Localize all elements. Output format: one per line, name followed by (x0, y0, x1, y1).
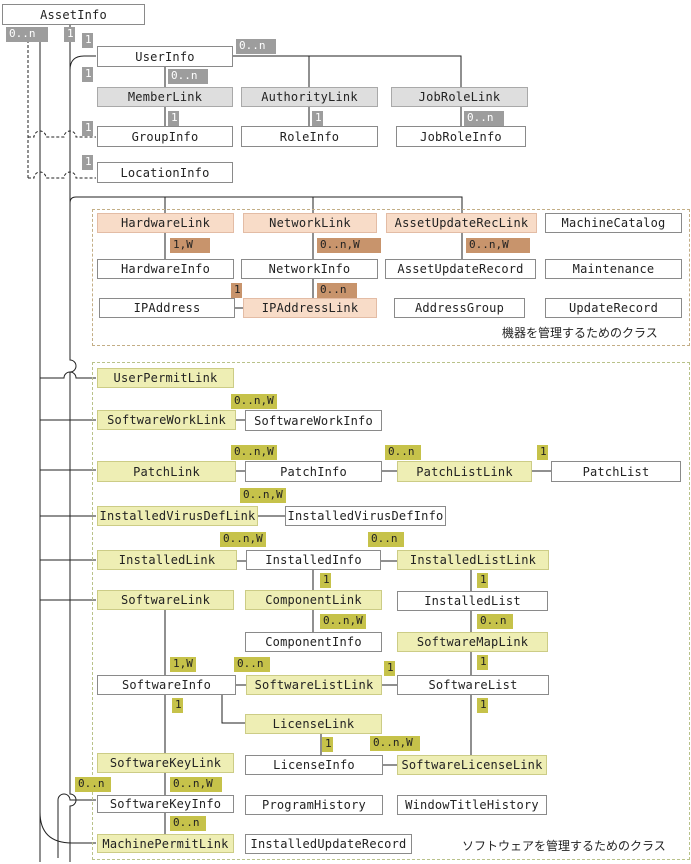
network-info-box[interactable]: NetworkInfo (241, 259, 378, 279)
job-role-link-box[interactable]: JobRoleLink (391, 87, 528, 107)
software-key-info-box[interactable]: SoftwareKeyInfo (97, 795, 234, 813)
hardware-info-multiplicity: 1,W (170, 238, 210, 253)
program-history-box[interactable]: ProgramHistory (245, 795, 383, 815)
patch-link-box[interactable]: PatchLink (97, 461, 236, 482)
component-link-multiplicity: 1 (320, 573, 331, 588)
machine-permit-link-multiplicity: 0..n (170, 816, 206, 831)
software-key-link-multiplicity: 1 (172, 698, 183, 713)
update-record-box[interactable]: UpdateRecord (545, 298, 682, 318)
asset-info-multiplicity-0n: 0..n (6, 27, 48, 42)
software-map-link-list-multiplicity: 1 (477, 655, 488, 670)
software-key-link-box[interactable]: SoftwareKeyLink (97, 753, 234, 773)
member-link-box[interactable]: MemberLink (97, 87, 233, 107)
installed-virus-def-info-box[interactable]: InstalledVirusDefInfo (285, 506, 446, 526)
machine-catalog-box[interactable]: MachineCatalog (545, 213, 682, 233)
software-section-note: ソフトウェアを管理するためのクラス (462, 839, 666, 853)
member-link-group-multiplicity: 1 (168, 111, 179, 126)
installed-virus-def-info-multiplicity: 0..n,W (240, 488, 286, 503)
installed-update-record-box[interactable]: InstalledUpdateRecord (245, 834, 412, 854)
software-list-link-multiplicity: 0..n (234, 657, 270, 672)
software-section-frame (92, 362, 690, 860)
component-info-multiplicity: 0..n,W (320, 614, 366, 629)
job-role-info-box[interactable]: JobRoleInfo (396, 126, 526, 147)
installed-list-box[interactable]: InstalledList (397, 591, 548, 611)
patch-info-box[interactable]: PatchInfo (245, 461, 382, 482)
user-permit-link-box[interactable]: UserPermitLink (97, 368, 234, 388)
asset-info-multiplicity-1: 1 (64, 27, 75, 42)
component-link-box[interactable]: ComponentLink (245, 590, 382, 610)
window-title-history-box[interactable]: WindowTitleHistory (397, 795, 547, 815)
installed-virus-def-link-box[interactable]: InstalledVirusDefLink (97, 506, 258, 526)
software-list-multiplicity: 1 (384, 661, 395, 676)
hardware-link-box[interactable]: HardwareLink (97, 213, 234, 233)
license-info-box[interactable]: LicenseInfo (245, 755, 383, 775)
installed-info-multiplicity: 0..n,W (220, 532, 266, 547)
software-info-multiplicity: 1,W (170, 657, 196, 672)
software-map-link-box[interactable]: SoftwareMapLink (397, 632, 548, 652)
component-info-box[interactable]: ComponentInfo (245, 632, 382, 652)
member-link-multiplicity-0n: 0..n (168, 69, 208, 84)
installed-list-link-multiplicity: 0..n (368, 532, 404, 547)
machine-permit-link-box[interactable]: MachinePermitLink (97, 834, 234, 853)
patch-list-box[interactable]: PatchList (551, 461, 681, 482)
location-info-box[interactable]: LocationInfo (97, 162, 233, 183)
ip-address-link-multiplicity: 0..n (317, 283, 357, 298)
ip-address-box[interactable]: IPAddress (99, 298, 235, 318)
patch-info-multiplicity: 0..n,W (231, 445, 277, 460)
role-info-box[interactable]: RoleInfo (241, 126, 378, 147)
authority-link-role-multiplicity: 1 (312, 111, 323, 126)
hardware-info-box[interactable]: HardwareInfo (97, 259, 234, 279)
installed-list-link-box[interactable]: InstalledListLink (397, 550, 549, 570)
hardware-section-note: 機器を管理するためのクラス (502, 326, 658, 340)
software-work-link-box[interactable]: SoftwareWorkLink (97, 410, 236, 430)
software-key-info-trunk-multiplicity: 0..n (75, 777, 111, 792)
asset-update-record-multiplicity: 0..n,W (466, 238, 530, 253)
software-license-multiplicity: 1 (477, 698, 488, 713)
license-link-box[interactable]: LicenseLink (245, 714, 382, 734)
software-map-link-multiplicity: 0..n (477, 614, 513, 629)
ip-address-link-box[interactable]: IPAddressLink (243, 298, 377, 318)
group-info-trunk-multiplicity: 1 (82, 121, 93, 136)
network-link-box[interactable]: NetworkLink (243, 213, 377, 233)
installed-info-box[interactable]: InstalledInfo (246, 550, 381, 570)
patch-list-link-box[interactable]: PatchListLink (397, 461, 532, 482)
license-info-multiplicity: 1 (322, 737, 333, 752)
software-work-info-box[interactable]: SoftwareWorkInfo (245, 410, 382, 431)
software-list-link-box[interactable]: SoftwareListLink (246, 675, 382, 695)
patch-list-multiplicity: 1 (537, 445, 548, 460)
software-key-info-multiplicity: 0..n,W (170, 777, 222, 792)
ip-address-multiplicity: 1 (231, 283, 242, 298)
software-link-box[interactable]: SoftwareLink (97, 590, 234, 610)
installed-list-multiplicity: 1 (477, 573, 488, 588)
software-license-link-multiplicity: 0..n,W (370, 736, 420, 751)
software-work-info-multiplicity: 0..n,W (231, 394, 277, 409)
maintenance-box[interactable]: Maintenance (545, 259, 682, 279)
hardware-section-frame (92, 209, 690, 346)
user-info-out-multiplicity: 0..n (236, 39, 276, 54)
authority-link-box[interactable]: AuthorityLink (241, 87, 378, 107)
software-list-box[interactable]: SoftwareList (397, 675, 549, 695)
patch-list-link-multiplicity: 0..n (385, 445, 421, 460)
address-group-box[interactable]: AddressGroup (394, 298, 525, 318)
software-info-box[interactable]: SoftwareInfo (97, 675, 236, 695)
network-info-multiplicity: 0..n,W (317, 238, 381, 253)
job-role-link-multiplicity: 0..n (464, 111, 504, 126)
asset-update-rec-link-box[interactable]: AssetUpdateRecLink (386, 213, 537, 233)
member-link-multiplicity-user: 1 (82, 67, 93, 82)
installed-link-box[interactable]: InstalledLink (97, 550, 237, 570)
asset-update-record-box[interactable]: AssetUpdateRecord (385, 259, 536, 279)
user-info-box[interactable]: UserInfo (97, 46, 233, 67)
group-info-box[interactable]: GroupInfo (97, 126, 233, 147)
location-info-multiplicity: 1 (82, 155, 93, 170)
user-info-in-multiplicity: 1 (82, 33, 93, 48)
asset-info-box[interactable]: AssetInfo (2, 4, 145, 25)
software-license-link-box[interactable]: SoftwareLicenseLink (397, 755, 547, 775)
